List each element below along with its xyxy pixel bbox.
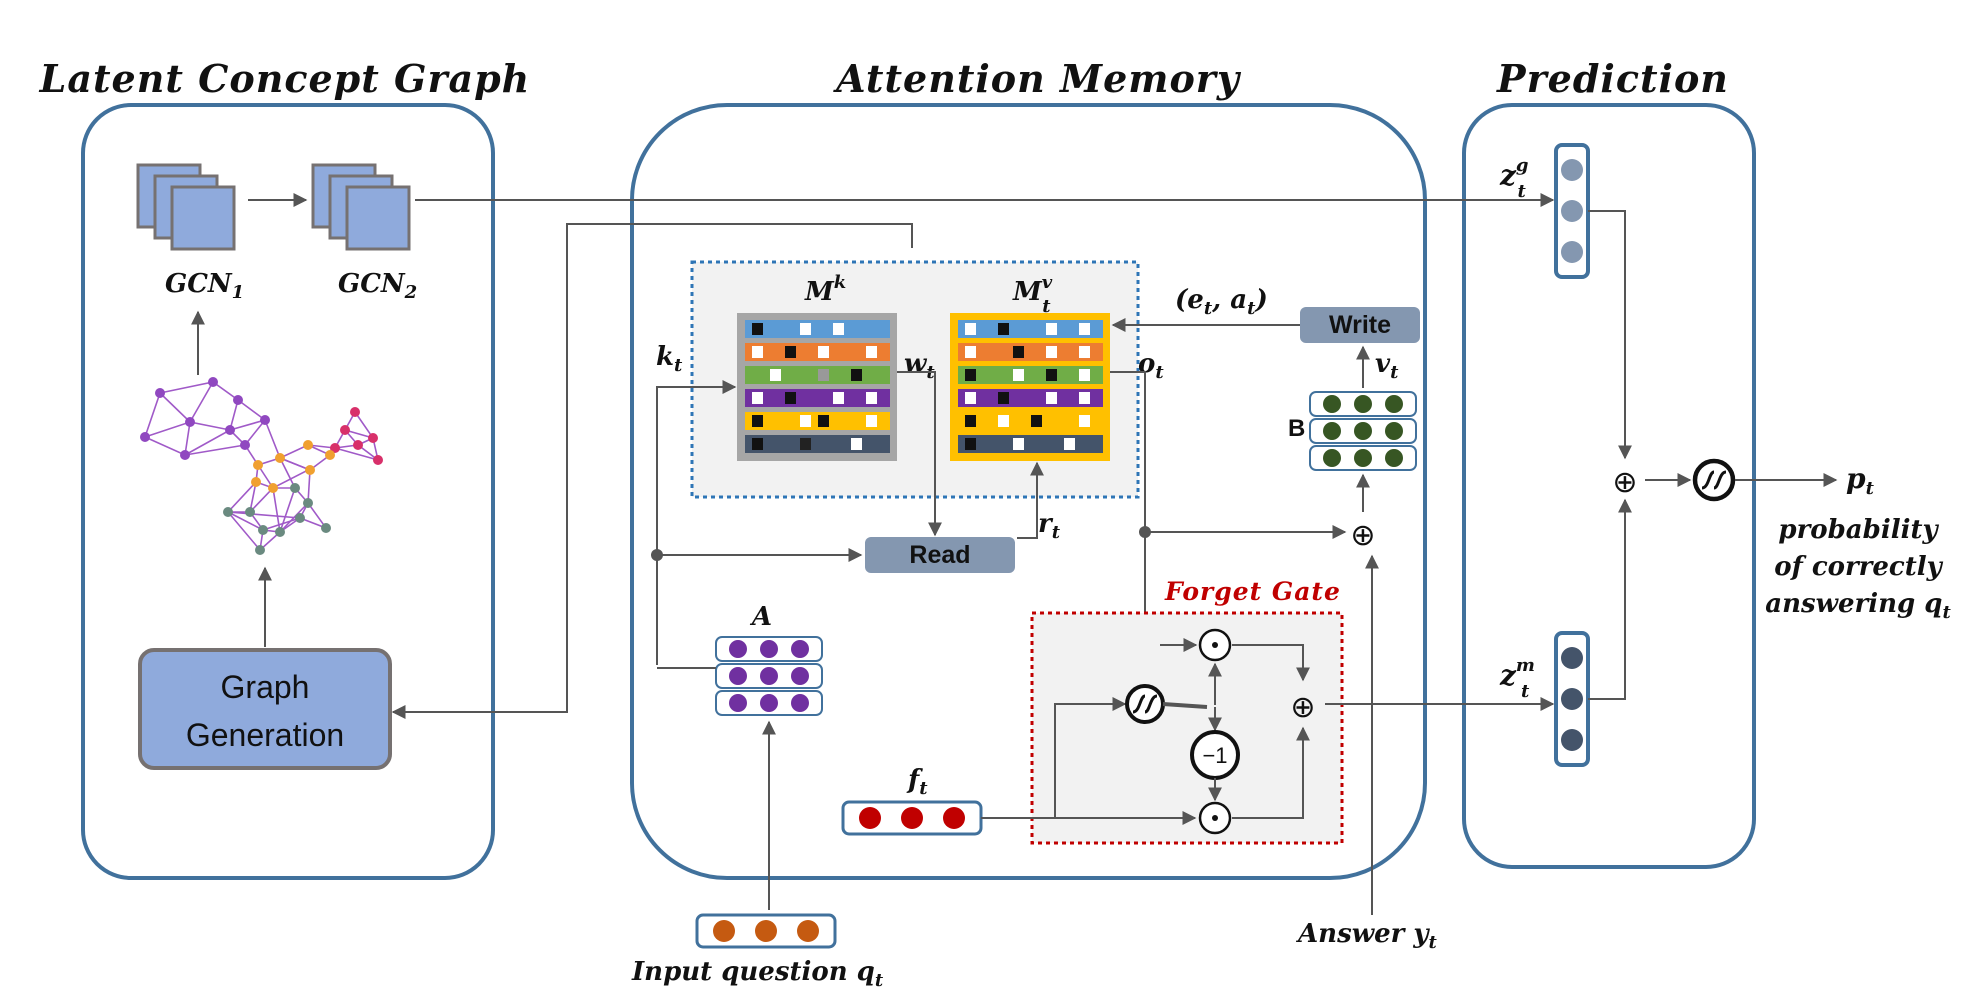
pt-description-line1: probability: [1778, 515, 1939, 545]
zm-to-oplus-arrow: [1588, 498, 1632, 700]
pt-label: pt: [1846, 462, 1875, 499]
latent-concept-graph-title: Latent Concept Graph: [39, 56, 531, 101]
a-label: A: [749, 602, 772, 632]
forget-sigmoid-icon: [1125, 684, 1165, 724]
zg-vector: [1554, 143, 1590, 279]
gcn2-label: GCN2: [338, 269, 417, 303]
gcn1-icon: [136, 163, 236, 251]
memory-to-generation-arrow: [391, 223, 913, 719]
forget-oplus-icon: ⊕: [1290, 690, 1315, 725]
prediction-oplus-icon: ⊕: [1612, 465, 1637, 500]
ot-label: ot: [1138, 349, 1164, 383]
read-to-mv-arrow: [1017, 461, 1044, 539]
gcn2-icon: [311, 163, 411, 251]
latent-concept-graph-panel: [81, 103, 495, 880]
prediction-title: Prediction: [1496, 56, 1729, 101]
read-label: Read: [909, 541, 970, 569]
write-box: Write: [1300, 307, 1420, 343]
top-odot-icon: [1198, 628, 1232, 662]
read-box: Read: [865, 537, 1015, 573]
write-label: Write: [1329, 311, 1391, 339]
pt-description-line3: answering qt: [1765, 589, 1951, 623]
pt-description-line2: of correctly: [1774, 552, 1943, 582]
prediction-sigmoid-icon: [1692, 458, 1736, 502]
sigmoid-link: [1162, 702, 1208, 709]
prediction-panel: [1462, 103, 1756, 869]
vt-label: vt: [1375, 349, 1399, 383]
ft-embedding: [841, 800, 983, 836]
ft-label: ft: [906, 765, 928, 799]
input-question-label: Input question qt: [631, 957, 884, 991]
zg-to-oplus-arrow: [1588, 210, 1632, 460]
attention-memory-panel: [630, 103, 1427, 880]
forget-gate-title: Forget Gate: [1164, 577, 1341, 606]
b-embedding: [1309, 391, 1417, 471]
bottom-odot-to-oplus-arrow: [1232, 726, 1310, 819]
wt-to-read-arrow: [897, 371, 942, 537]
kt-to-mk-arrow: [656, 380, 737, 665]
graph-generation-box: Graph Generation: [138, 648, 392, 770]
ot-line: [1110, 371, 1146, 680]
minus-one-icon: −1: [1190, 730, 1240, 780]
mk-matrix: [737, 313, 897, 461]
mv-matrix: [950, 313, 1110, 461]
ft-to-sigmoid-arrow: [981, 697, 1127, 819]
attention-memory-title: Attention Memory: [833, 56, 1242, 101]
a-embedding: [715, 636, 823, 716]
rt-label: rt: [1038, 509, 1061, 543]
answer-oplus-icon: ⊕: [1350, 518, 1375, 553]
gcn1-label: GCN1: [165, 269, 244, 303]
answer-label: Answer yt: [1295, 919, 1438, 953]
graph-generation-label-line2: Generation: [186, 717, 344, 753]
bottom-odot-icon: [1198, 801, 1232, 835]
ot-junction: [1139, 526, 1151, 538]
forget-gate-box: [1030, 611, 1344, 845]
svg-text:−1: −1: [1202, 743, 1227, 768]
b-label: B: [1288, 415, 1305, 442]
zm-vector: [1554, 631, 1590, 767]
input-question-embedding: [695, 913, 837, 949]
graph-generation-label-line1: Graph: [221, 669, 310, 705]
kt-label: kt: [656, 342, 683, 376]
concept-graph-icon: [140, 377, 383, 555]
top-odot-to-oplus-arrow: [1232, 644, 1310, 682]
mk-label: Mk: [804, 272, 846, 307]
ea-label: (et, at): [1175, 285, 1268, 319]
